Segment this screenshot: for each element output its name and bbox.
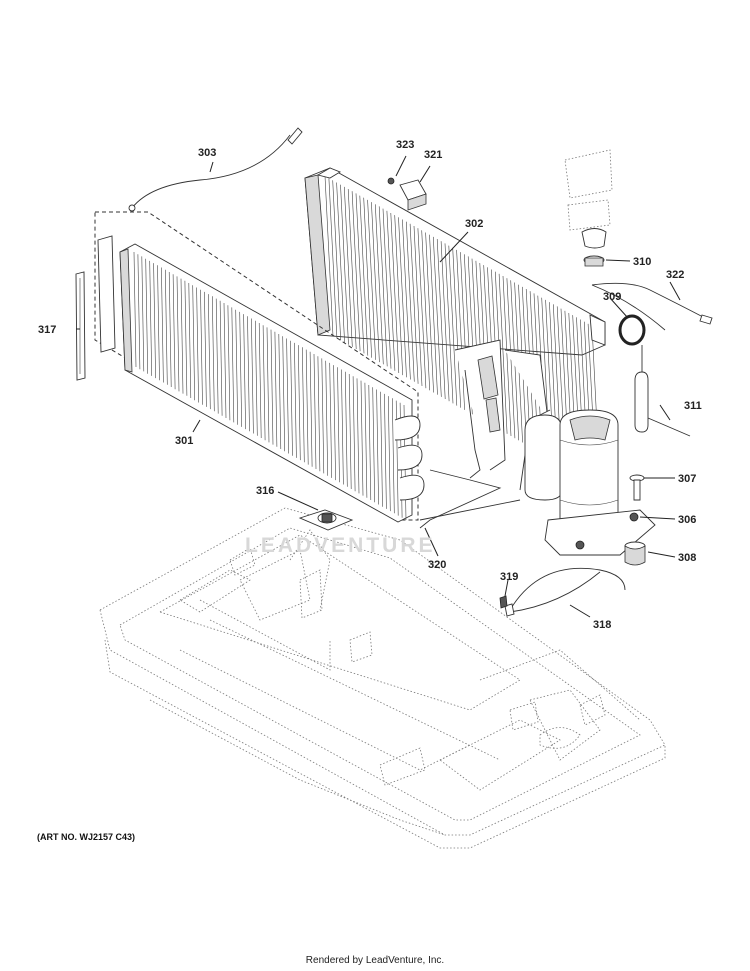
side-bracket-317 (75, 271, 86, 381)
drier-311 (634, 345, 691, 437)
callout-323: 323 (396, 139, 414, 151)
callout-317: 317 (38, 324, 56, 336)
base-pan (99, 507, 666, 849)
evaporator-coil-301 (94, 211, 425, 523)
callout-307: 307 (678, 473, 696, 485)
callout-labels: 303 323 321 302 310 322 309 317 311 301 … (38, 139, 702, 631)
callout-310: 310 (633, 256, 651, 268)
leader-lines (76, 155, 681, 618)
mount-bolt-307 (629, 474, 645, 501)
callout-318: 318 (593, 619, 611, 631)
connector-319 (499, 595, 508, 609)
watermark: LEADVENTURE (245, 534, 436, 557)
grommet-308 (624, 541, 646, 566)
art-number: (ART NO. WJ2157 C43) (37, 832, 136, 842)
callout-306: 306 (678, 514, 696, 526)
condenser-coil-302 (304, 167, 606, 487)
insulation-strip (97, 235, 116, 353)
callout-320: 320 (428, 559, 446, 571)
wire-harness-322 (591, 282, 713, 331)
valve-stack-310 (564, 149, 613, 267)
part-321-323 (387, 177, 427, 211)
footer-credit: Rendered by LeadVenture, Inc. (305, 955, 445, 966)
callout-311: 311 (684, 400, 702, 412)
callout-301: 301 (175, 435, 193, 447)
wire-harness-303 (128, 127, 303, 212)
callout-319: 319 (500, 571, 518, 583)
callout-309: 309 (603, 291, 621, 303)
callout-302: 302 (465, 218, 483, 230)
callout-322: 322 (666, 269, 684, 281)
callout-303: 303 (198, 147, 216, 159)
motor-mount-316 (298, 509, 354, 531)
callout-308: 308 (678, 552, 696, 564)
callout-321: 321 (424, 149, 442, 161)
ring-309 (618, 314, 646, 346)
callout-316: 316 (256, 485, 274, 497)
wire-harness-318 (504, 567, 626, 617)
